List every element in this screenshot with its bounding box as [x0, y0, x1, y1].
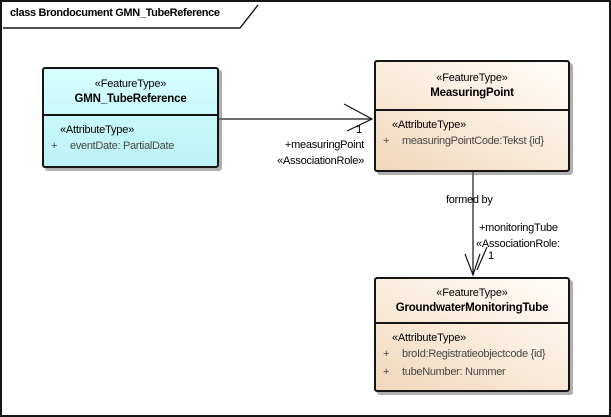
- attribute-text: broId:Registratieobjectcode {id}: [402, 348, 546, 360]
- association-measuring-point-role: +measuringPoint: [284, 139, 364, 151]
- class-measuringpoint-attributes: «AttributeType» + measuringPointCode:Tek…: [376, 109, 568, 170]
- attribute-stereotype-label: «AttributeType»: [392, 119, 467, 131]
- attribute-row[interactable]: + tubeNumber: Nummer: [376, 363, 568, 381]
- association-monitoring-tube[interactable]: [464, 172, 488, 277]
- class-gmn-tubereference[interactable]: «FeatureType» GMN_TubeReference «Attribu…: [42, 67, 219, 168]
- class-name: GroundwaterMonitoringTube: [395, 301, 549, 314]
- attribute-row[interactable]: + broId:Registratieobjectcode {id}: [376, 345, 568, 363]
- attribute-text: measuringPointCode:Tekst {id}: [402, 135, 544, 147]
- stereotype-label: «FeatureType»: [436, 286, 508, 299]
- class-measuringpoint[interactable]: «FeatureType» MeasuringPoint «AttributeT…: [374, 60, 570, 172]
- association-measuring-point[interactable]: [219, 103, 374, 132]
- association-monitoring-tube-role: +monitoringTube: [479, 222, 558, 234]
- class-gmn-tubereference-header: «FeatureType» GMN_TubeReference: [44, 69, 217, 114]
- class-gmn-tubereference-attributes: «AttributeType» + eventDate: PartialDate: [44, 114, 217, 166]
- class-measuringpoint-header: «FeatureType» MeasuringPoint: [376, 62, 568, 109]
- frame-title: class Brondocument GMN_TubeReference: [10, 7, 220, 19]
- attribute-text: eventDate: PartialDate: [70, 140, 175, 152]
- stereotype-label: «FeatureType»: [436, 71, 508, 84]
- attribute-visibility: +: [383, 366, 390, 378]
- class-name: MeasuringPoint: [430, 86, 514, 99]
- class-groundwatermonitoringtube-attributes: «AttributeType» + broId:Registratieobjec…: [376, 322, 568, 390]
- association-monitoring-tube-multiplicity: 1: [488, 250, 494, 262]
- attribute-visibility: +: [383, 348, 390, 360]
- association-monitoring-tube-name: formed by: [446, 194, 493, 206]
- attribute-stereotype-label: «AttributeType»: [392, 332, 467, 344]
- attribute-visibility: +: [383, 135, 390, 147]
- class-groundwatermonitoringtube[interactable]: «FeatureType» GroundwaterMonitoringTube …: [374, 277, 570, 392]
- class-name: GMN_TubeReference: [74, 92, 187, 105]
- attribute-visibility: +: [51, 140, 58, 152]
- attribute-text: tubeNumber: Nummer: [402, 366, 506, 378]
- attribute-stereotype-label: «AttributeType»: [60, 124, 135, 136]
- association-monitoring-tube-stereotype: «AssociationRole:: [476, 238, 560, 250]
- class-groundwatermonitoringtube-header: «FeatureType» GroundwaterMonitoringTube: [376, 279, 568, 322]
- association-measuring-point-stereotype: «AssociationRole»: [277, 155, 364, 167]
- attribute-row[interactable]: + eventDate: PartialDate: [44, 137, 217, 155]
- association-measuring-point-multiplicity: 1: [356, 124, 362, 136]
- attribute-row[interactable]: + measuringPointCode:Tekst {id}: [376, 132, 568, 150]
- stereotype-label: «FeatureType»: [94, 77, 167, 90]
